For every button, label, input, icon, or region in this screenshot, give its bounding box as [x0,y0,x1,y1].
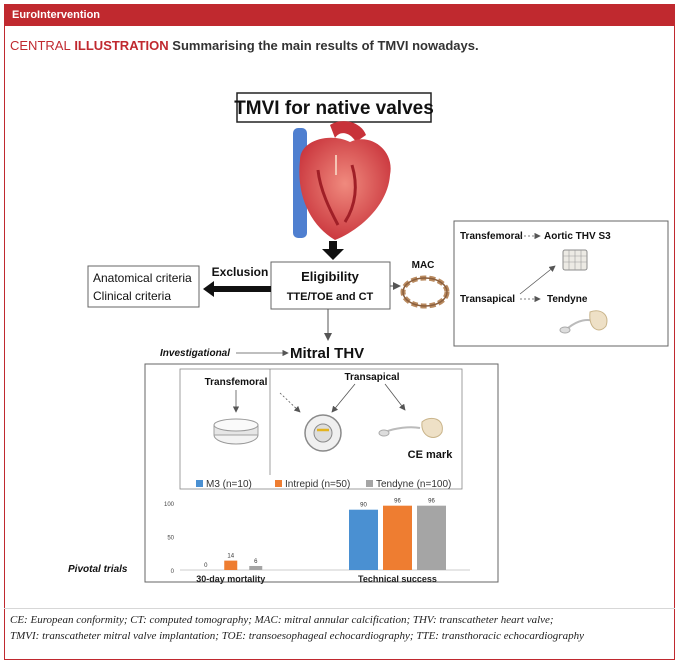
y-tick-label: 100 [164,502,175,508]
journal-header: EuroIntervention [4,4,675,26]
down-arrow-icon [322,249,344,260]
legend-m3: M3 (n=10) [206,479,252,490]
ce-mark-label: CE mark [408,449,454,461]
y-tick-label: 50 [167,536,174,542]
m3-device-image [213,418,259,445]
caption-emph: ILLUSTRATION [74,38,169,53]
bar [417,505,446,570]
bar-chart: 0 50 100 0 14 6 30-day mortality 90 96 96Technica… [164,499,470,584]
exclusion-arrow-icon [203,281,271,297]
diagram-title: TMVI for native valves [234,98,434,119]
investigational-label: Investigational [160,348,230,359]
footer-divider [4,608,675,609]
figure-caption: CENTRAL ILLUSTRATION Summarising the mai… [10,38,479,53]
footer-line-2: TMVI: transcatheter mitral valve implant… [10,630,584,642]
pivotal-trials-label: Pivotal trials [68,564,128,575]
inset-transfemoral: Transfemoral [460,231,523,242]
criteria-clinical: Clinical criteria [93,289,171,303]
bar-value-label: 14 [227,554,234,560]
abbreviations-footer: CE: European conformity; CT: computed to… [10,612,670,644]
bar-value-label: 96 [394,499,401,505]
eligibility-box [270,261,391,310]
criteria-box [87,265,200,308]
mac-inset-box [453,220,669,347]
aortic-thv-image [562,249,588,271]
criteria-anatomical: Anatomical criteria [93,271,192,285]
title-box [236,92,432,123]
chart-legend: M3 (n=10) Intrepid (n=50) Tendyne (n=100… [196,479,451,490]
bar [224,560,238,570]
heart-illustration [293,121,391,240]
legend-intrepid: Intrepid (n=50) [285,479,350,490]
bar [249,565,263,570]
legend-swatch-tendyne [366,480,373,487]
legend-swatch-m3 [196,480,203,487]
box-transapical: Transapical [344,372,399,383]
bar [349,509,378,570]
bar-value-label: 0 [204,563,208,569]
bar-value-label: 6 [254,559,258,565]
inset-aortic: Aortic THV S3 [544,231,611,242]
box-transfemoral: Transfemoral [205,377,268,388]
exclusion-label: Exclusion [212,265,269,279]
mac-image [400,275,450,309]
legend-tendyne: Tendyne (n=100) [376,479,451,490]
footer-line-1: CE: European conformity; CT: computed to… [10,614,554,626]
caption-prefix: CENTRAL [10,38,71,53]
x-category-label: Technical success [358,574,437,584]
caption-text: Summarising the main results of TMVI now… [172,38,479,53]
legend-swatch-intrepid [275,480,282,487]
tendyne-device-image [378,417,443,438]
tendyne-image [559,310,608,334]
y-tick-label: 0 [171,569,175,575]
inset-tendyne: Tendyne [547,294,588,305]
intrepid-device-image [304,414,342,452]
bar-value-label: 96 [428,499,435,505]
eligibility-label: Eligibility [301,269,360,284]
inset-transapical: Transapical [460,294,515,305]
x-category-label: 30-day mortality [196,574,265,584]
mitral-thv-label: Mitral THV [290,345,364,362]
bar [383,505,412,570]
bar-value-label: 90 [360,503,367,509]
eligibility-methods: TTE/TOE and CT [287,291,374,303]
mac-label: MAC [412,260,435,271]
